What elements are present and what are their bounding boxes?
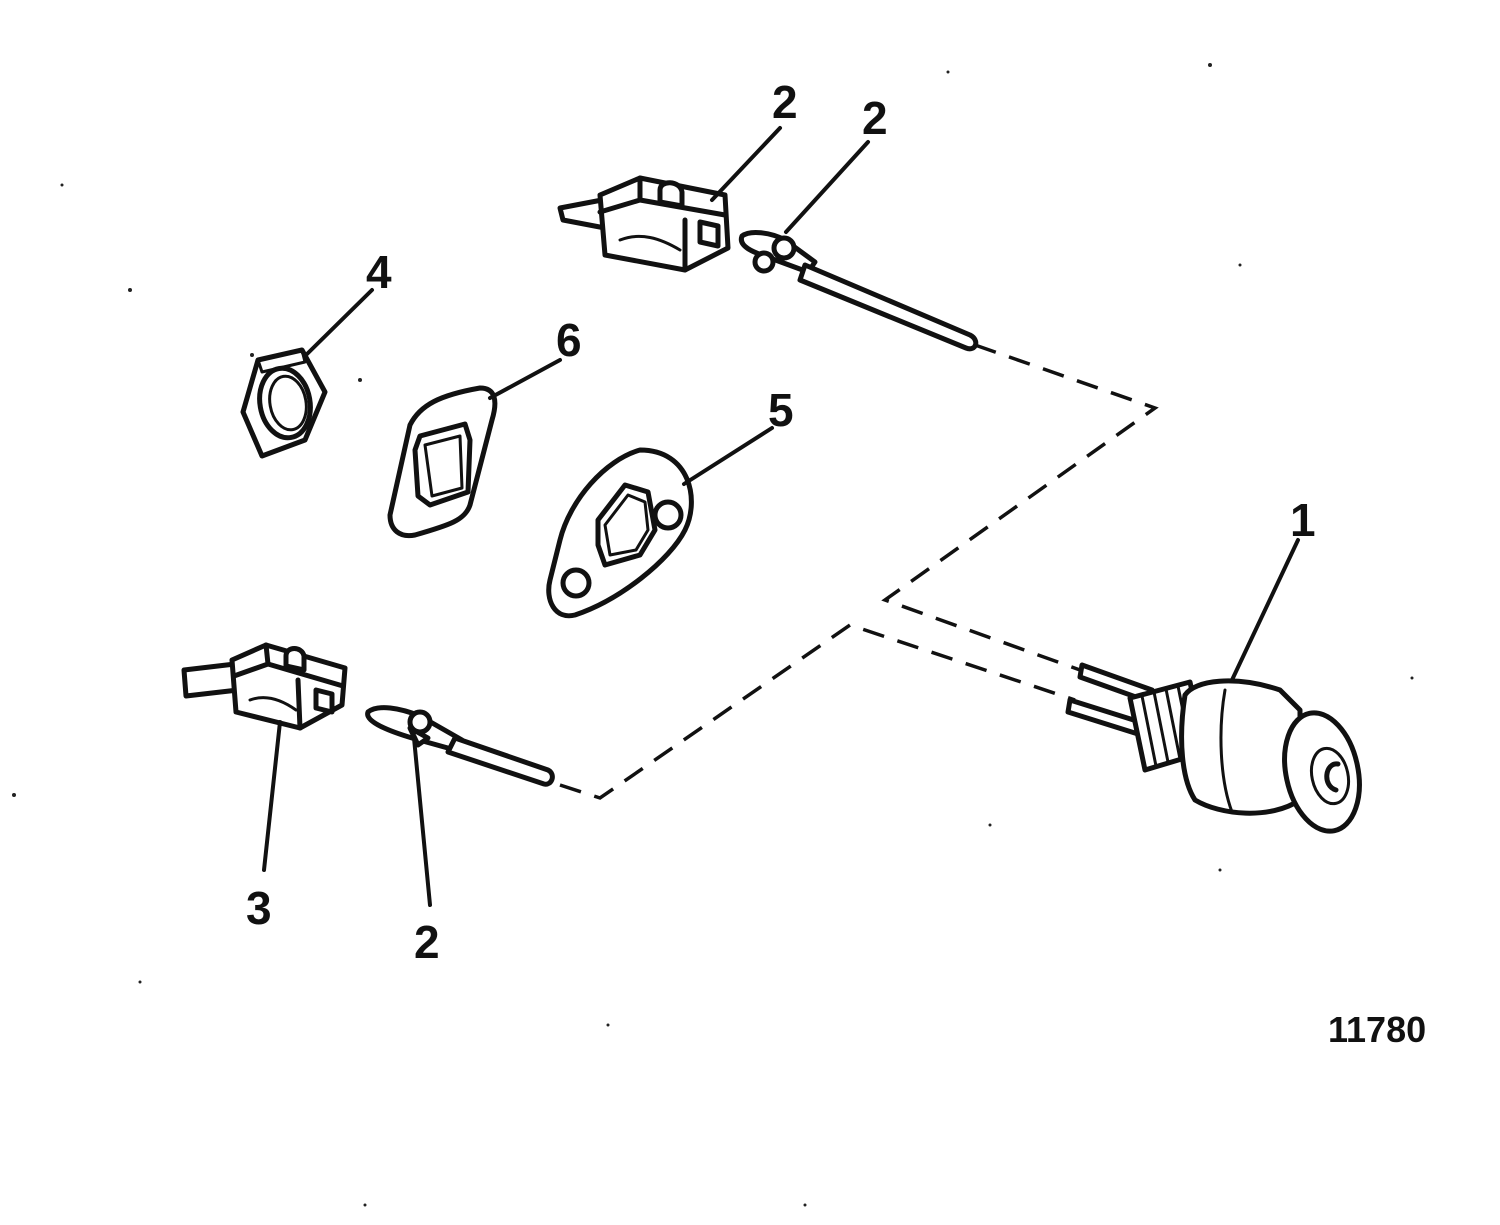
callout-labels: 2 2 4 6 5 1 3 2 11780 (246, 76, 1426, 1050)
wire-terminal-top (738, 230, 979, 352)
hex-nut (240, 347, 328, 459)
connector-boot-bottom (181, 642, 348, 731)
figure-number: 11780 (1328, 1009, 1426, 1050)
print-specks (12, 63, 1414, 1207)
callout-2-bottom: 2 (414, 916, 440, 968)
mounting-plate (546, 447, 694, 619)
connector-boot-top (557, 175, 731, 273)
callout-1: 1 (1290, 494, 1316, 546)
callout-3-top: 2 (772, 76, 798, 128)
callout-2-top: 2 (862, 92, 888, 144)
wiring-dashed-lines (559, 343, 1159, 800)
callout-3-bottom: 3 (246, 882, 272, 934)
leader-lines (262, 126, 1300, 907)
gasket (387, 385, 498, 539)
callout-6: 6 (556, 314, 582, 366)
temperature-sender (1065, 662, 1362, 834)
callout-4: 4 (366, 246, 392, 298)
callout-5: 5 (768, 384, 794, 436)
wire-terminal-bottom (365, 705, 555, 787)
